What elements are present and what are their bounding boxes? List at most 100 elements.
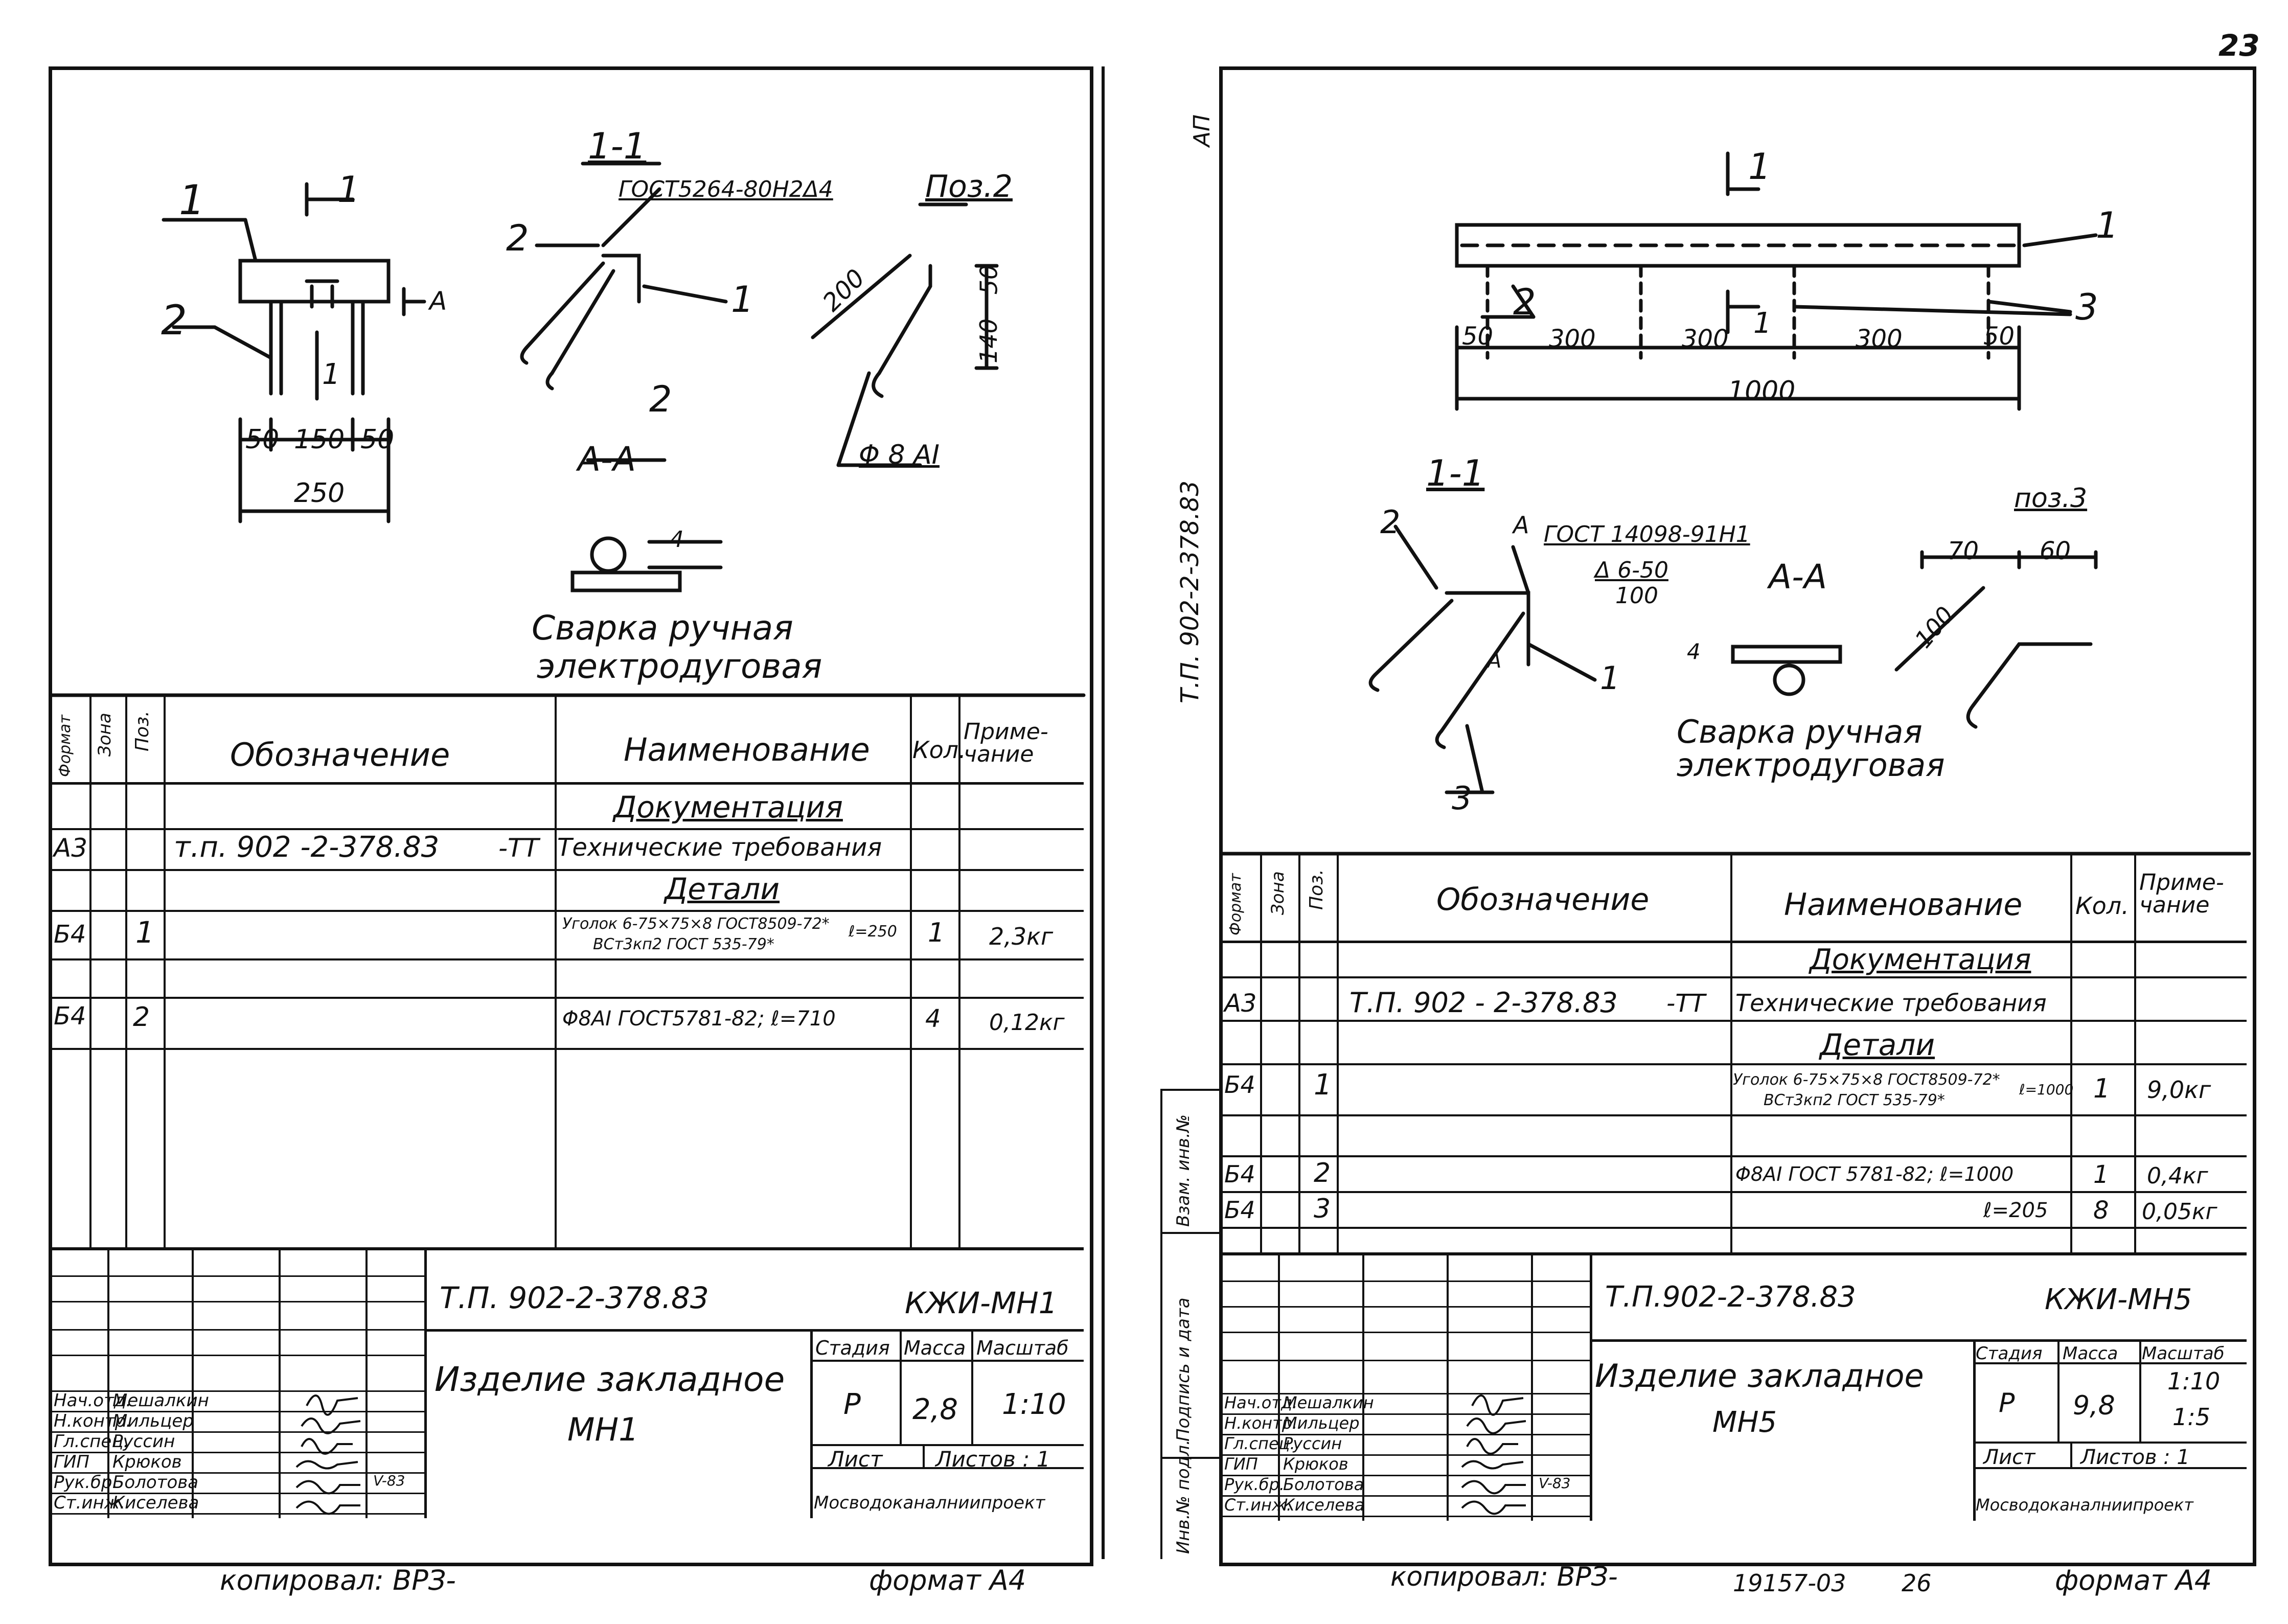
pos-diameter: Φ 8 AI: [859, 440, 940, 470]
section-mark-2-top: 2: [506, 217, 529, 259]
left-sheet-frame: [49, 66, 1093, 1566]
r1-format: Б4: [1224, 1071, 1255, 1099]
doc-designation: Т.П. 902 - 2-378.83: [1349, 987, 1618, 1019]
dim-50-left: 50: [245, 424, 280, 455]
hdr-note: Приме-чание: [2139, 870, 2224, 918]
cut-mark-bottom: 1: [1753, 307, 1772, 340]
r2-pos: 2: [1314, 1158, 1331, 1188]
tb-code: Т.П.902-2-378.83: [1605, 1280, 1856, 1314]
corner-mark: АП: [1189, 114, 1216, 147]
weld-spec-bottom: 100: [1615, 583, 1658, 609]
tb-scale-label: Масштаб: [976, 1337, 1069, 1359]
role-2: Гл.спец.: [54, 1431, 129, 1452]
det-section: Детали: [1820, 1027, 1935, 1062]
side-label-inv: Инв.№ подл.: [1173, 1439, 1194, 1554]
r1-qty: 1: [2093, 1073, 2111, 1104]
aa-title: А-А: [1769, 557, 1827, 597]
right-footer-format: формат А4: [2055, 1564, 2212, 1596]
name-3: Крюков: [112, 1452, 182, 1472]
dim-300-c: 300: [1856, 325, 1903, 353]
r2-qty: 4: [925, 1004, 941, 1033]
tb-date: V-83: [373, 1472, 405, 1489]
tb-scale-label: Масштаб: [2142, 1343, 2225, 1364]
name-4: Болотова: [1283, 1475, 1364, 1494]
dim-50-right: 50: [360, 424, 395, 455]
doc-suffix: -ТТ: [1666, 989, 1705, 1018]
right-footer-page: 26: [1902, 1569, 1932, 1597]
cut-mark-bottom: 1: [322, 358, 340, 391]
name-2: Руссин: [1283, 1434, 1342, 1453]
r1-name-b: ВСт3кп2 ГОСТ 535-79*: [1764, 1091, 1945, 1109]
tb-title-2: МН1: [567, 1411, 639, 1448]
pos-title: Поз.2: [925, 169, 1013, 204]
r2-format: Б4: [54, 1002, 86, 1031]
r1-name-a: Уголок 6-75×75×8 ГОСТ8509-72*: [1733, 1071, 2000, 1089]
section-mark-3: 3: [1452, 780, 1472, 817]
r1-note: 2,3кг: [989, 923, 1054, 950]
hdr-name: Наименование: [624, 731, 870, 768]
right-sheet-frame: [1219, 66, 2256, 1566]
tb-title-1: Изделие закладное: [434, 1360, 785, 1399]
dim-150: 150: [294, 424, 345, 455]
section-mark-a2: А: [1488, 649, 1502, 673]
doc-name: Технические требования: [557, 833, 882, 862]
right-sheet-margin-line: [1102, 66, 1105, 1559]
left-footer-format: формат А4: [869, 1564, 1026, 1596]
tb-stage-label: Стадия: [1976, 1343, 2043, 1364]
tb-stage-label: Стадия: [815, 1337, 890, 1359]
tb-stage: Р: [1999, 1388, 2015, 1419]
right-footer-num: 19157-03: [1733, 1569, 1846, 1597]
r3-format: Б4: [1224, 1196, 1255, 1224]
left-footer-copied: копировал: ВРЗ-: [220, 1564, 456, 1596]
doc-suffix: -ТТ: [498, 833, 539, 863]
hdr-designation: Обозначение: [230, 736, 450, 773]
cut-mark-a: А: [429, 286, 447, 316]
dim-300-b: 300: [1682, 325, 1729, 353]
doc-format: А3: [1224, 989, 1257, 1018]
cut-mark: 1: [337, 169, 360, 211]
role-1: Н.контр.: [54, 1411, 132, 1431]
r1-note: 9,0кг: [2147, 1076, 2211, 1104]
r1-pos: 1: [1314, 1068, 1332, 1102]
role-5: Ст.инж.: [54, 1493, 126, 1513]
role-0: Нач.отд.: [1224, 1393, 1298, 1412]
section-title: 1-1: [588, 125, 647, 167]
pos-title: поз.3: [2014, 483, 2088, 514]
name-2: Руссин: [112, 1431, 175, 1452]
name-3: Крюков: [1283, 1454, 1348, 1474]
name-4: Болотова: [112, 1472, 199, 1493]
side-label-sign: Подпись и дата: [1173, 1297, 1194, 1442]
tb-code: Т.П. 902-2-378.83: [440, 1280, 709, 1315]
r3-qty: 8: [2093, 1196, 2109, 1225]
tb-mark: КЖИ-МН5: [2045, 1283, 2192, 1316]
tb-mass-label: Масса: [904, 1337, 966, 1359]
r2-format: Б4: [1224, 1160, 1255, 1188]
right-footer-copied: копировал: ВРЗ-: [1390, 1562, 1618, 1592]
tb-sheet-label: Лист: [1983, 1446, 2035, 1469]
hdr-pos: Поз.: [1306, 869, 1327, 910]
role-0: Нач.отд.: [54, 1390, 132, 1411]
hdr-qty: Кол.: [2075, 892, 2129, 920]
role-4: Рук.бр.: [54, 1472, 118, 1493]
tb-scale-1: 1:10: [2167, 1367, 2221, 1395]
tb-date: V-83: [1539, 1475, 1571, 1492]
r2-note: 0,4кг: [2147, 1163, 2208, 1189]
hdr-format: Формат: [1227, 873, 1245, 935]
section-title: 1-1: [1426, 452, 1485, 494]
name-5: Киселева: [1283, 1495, 1365, 1515]
pos-dim-70: 70: [1948, 537, 1979, 565]
tb-org: Мосводоканалниипроект: [1976, 1495, 2193, 1515]
section-mark-1: 1: [731, 279, 754, 321]
tb-sheets-label: Листов : 1: [935, 1447, 1050, 1472]
weld-caption-2: электродуговая: [1677, 746, 1945, 784]
mark-1: 1: [179, 176, 205, 224]
r3-note: 0,05кг: [2142, 1199, 2217, 1225]
name-5: Киселева: [112, 1493, 199, 1513]
r3-pos: 3: [1314, 1194, 1331, 1224]
section-mark-a: А: [1513, 511, 1529, 539]
tb-title-1: Изделие закладное: [1595, 1357, 1924, 1394]
section-mark-2-bottom: 2: [649, 378, 672, 420]
doc-name: Технические требования: [1735, 989, 2047, 1017]
role-1: Н.контр.: [1224, 1413, 1298, 1433]
